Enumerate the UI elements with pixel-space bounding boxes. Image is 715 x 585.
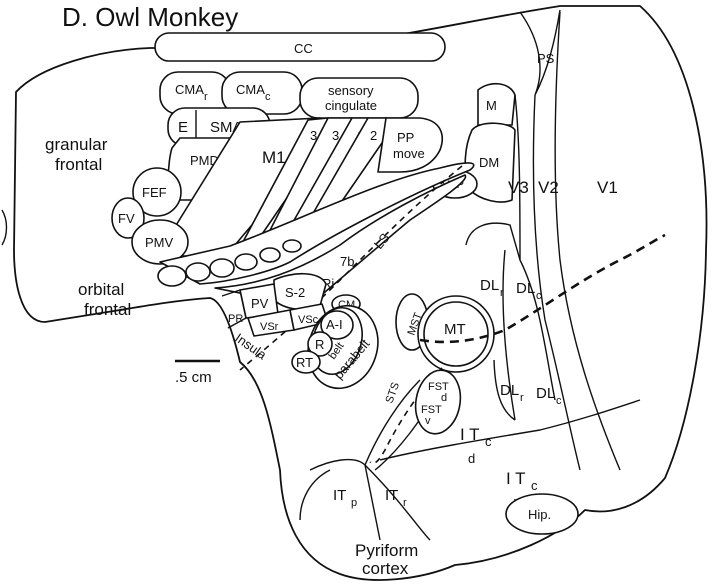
sensory-cingulate-label-1: sensory [328,83,374,98]
oval-5 [260,248,280,262]
pyriform-label-1: Pyriform [355,541,418,560]
area-7b-label: 7b [340,254,354,269]
oval-6 [283,240,301,252]
it-cd-sub2: d [468,451,475,466]
pp-move-label-2: move [393,146,425,161]
oval-2 [186,263,210,281]
it-p-label: IT [333,487,346,504]
left-edge-fragment [2,210,7,245]
dl-c-top-sub: c [536,290,542,302]
it-cv-label: I T [506,469,526,488]
cma-r-sub: r [204,91,208,103]
fv-label: FV [118,211,135,226]
dl-c-bottom-sub: c [556,395,562,407]
dl-r-bottom-label: DL [500,382,519,399]
rt-label: RT [296,355,313,370]
it-r-sub: r [403,497,407,509]
oval-1 [158,266,186,286]
cma-c-label: CMA [236,82,265,97]
sensory-cingulate-label-2: cingulate [325,98,377,113]
area-3b-label: 3 [332,128,339,143]
ps-label: PS [537,51,555,66]
dl-r-top-label: DL [480,277,499,294]
it-p-sub: p [351,497,357,509]
vsr-label: VSr [260,321,279,333]
it-cd-sub: c [485,434,492,449]
r-label: R [315,337,324,352]
pyriform-label-2: cortex [362,559,409,578]
scale-bar-label: .5 cm [175,369,212,386]
orbital-frontal-label-2: frontal [84,300,131,319]
pv-label: PV [251,296,269,311]
oval-3 [210,259,234,277]
m1-label: M1 [262,148,286,167]
e-label: E [178,119,188,136]
fst-d-sub: d [441,392,447,404]
cma-r-label: CMA [175,82,204,97]
oval-4 [235,254,257,270]
granular-frontal-label-2: frontal [55,155,102,174]
mt-label: MT [444,321,466,338]
dl-c-top-label: DL [516,280,535,297]
hip-label: Hip. [528,507,551,522]
fst-v-sub: v [425,415,431,427]
s2-label: S-2 [285,285,305,300]
area-2-label: 2 [370,128,377,143]
pmv-label: PMV [145,235,174,250]
orbital-frontal-label-1: orbital [78,280,124,299]
dl-r-bottom-sub: r [520,392,524,404]
dm-label: DM [479,155,499,170]
granular-frontal-label-1: granular [45,135,108,154]
cc-label: CC [294,41,313,56]
cma-c-sub: c [265,91,271,103]
fef-label: FEF [142,185,167,200]
dl-r-top-sub: r [500,287,504,299]
pp-move-label-1: PP [397,130,414,145]
dl-c-bottom-label: DL [536,385,555,402]
v2-label: V2 [538,178,559,197]
it-cv-sub: c [531,478,538,493]
ai-label: A-I [326,317,343,332]
pr-label: PR [228,313,243,325]
v1-label: V1 [597,178,618,197]
it-cd-label: I T [460,425,480,444]
v3-label: V3 [508,178,529,197]
figure-title: D. Owl Monkey [62,2,238,32]
m-label: M [486,98,497,113]
it-r-label: IT [385,487,398,504]
